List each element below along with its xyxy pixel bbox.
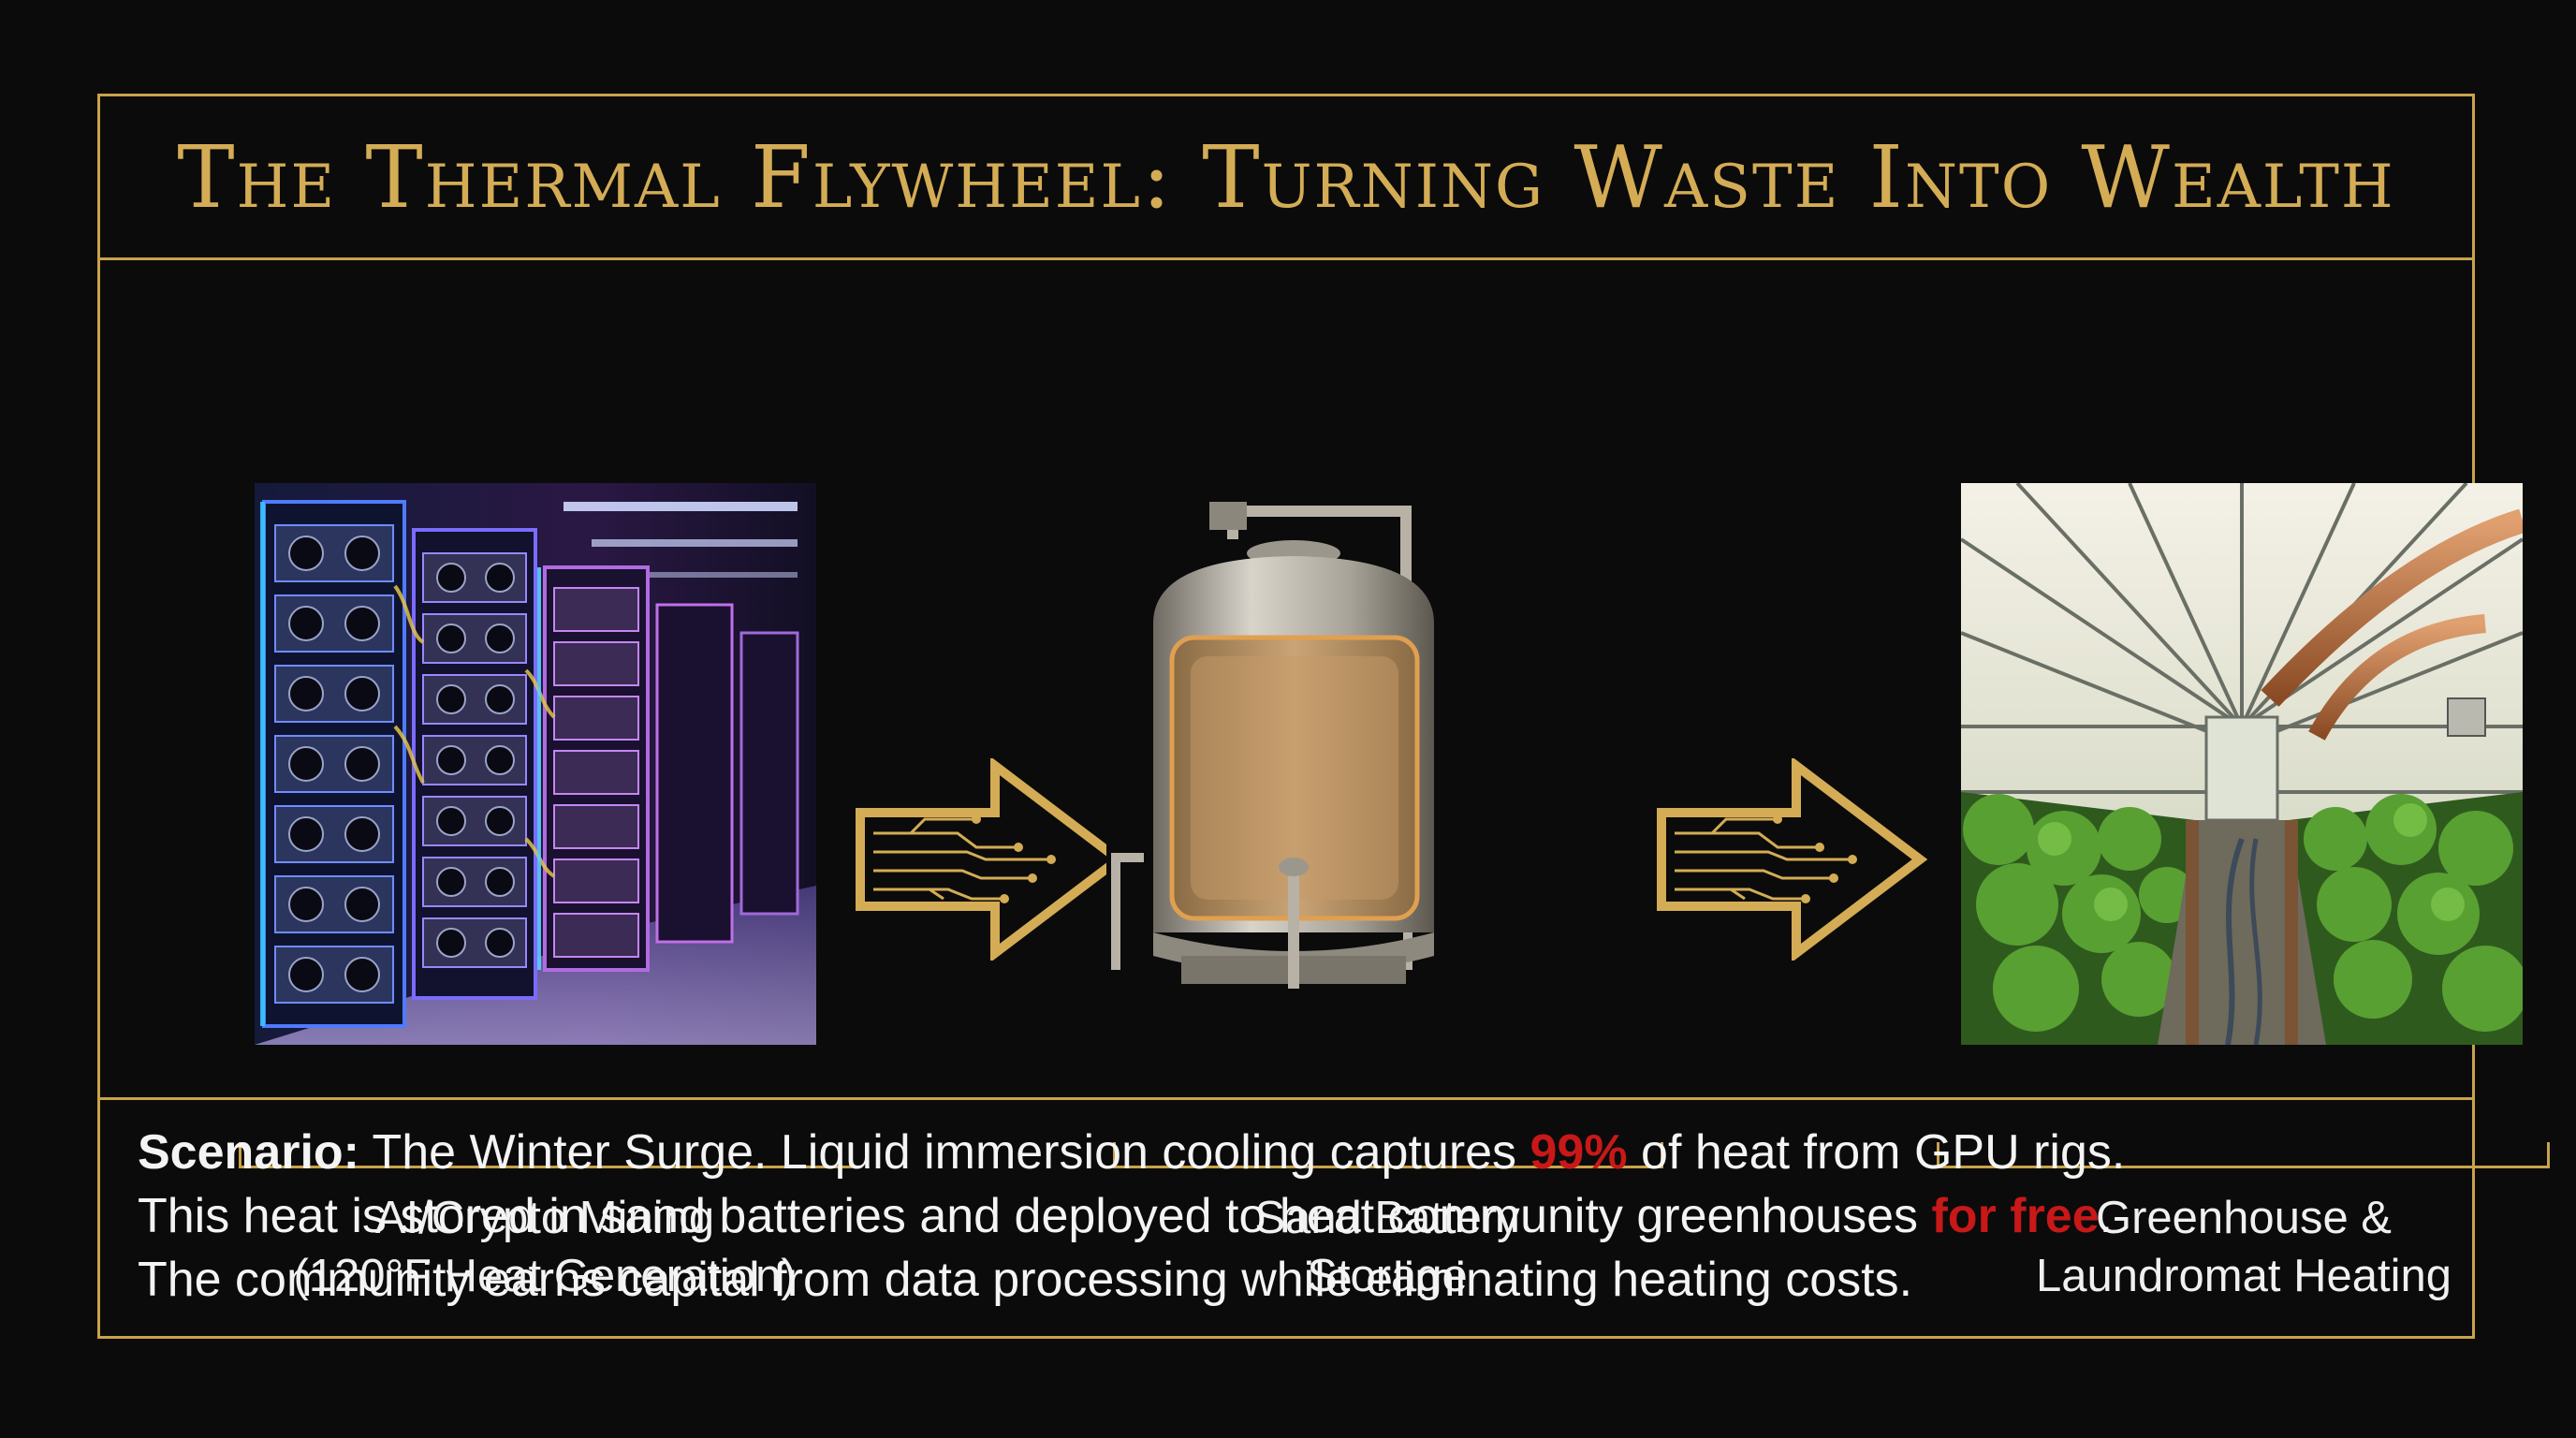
scenario-text: of heat from GPU rigs. <box>1627 1125 2126 1180</box>
sand-battery-tank-image <box>1106 483 1668 1045</box>
greenhouse-image <box>1961 483 2523 1045</box>
stage-label-greenhouse: Greenhouse & Laundromat Heating <box>1935 1189 2553 1305</box>
stage-label-line: Sand Battery <box>1254 1193 1520 1243</box>
scenario-text: This heat is stored in sand batteries an… <box>138 1189 1932 1243</box>
stage-label-line: (120°F Heat Generation) <box>293 1251 797 1301</box>
scenario-lead: Scenario: <box>138 1125 359 1180</box>
scenario-line-3: The community earns capital from data pr… <box>138 1253 1913 1307</box>
scenario-line-1: Scenario: The Winter Surge. Liquid immer… <box>138 1121 2435 1184</box>
stage-bracket <box>239 1142 852 1168</box>
infographic-frame: The Thermal Flywheel: Turning Waste Into… <box>97 94 2550 1339</box>
title-band: The Thermal Flywheel: Turning Waste Into… <box>100 96 2472 260</box>
scenario-highlight-percent: 99% <box>1530 1125 1628 1180</box>
stage-label-mining: AI/Crypto Mining (120°F Heat Generation) <box>231 1189 858 1305</box>
stage-label-line: Greenhouse & <box>2096 1193 2392 1243</box>
scenario-band: Scenario: The Winter Surge. Liquid immer… <box>100 1097 2472 1336</box>
circuit-arrow-icon <box>855 756 1127 963</box>
page-title: The Thermal Flywheel: Turning Waste Into… <box>177 126 2395 227</box>
scenario-text: . <box>2099 1189 2114 1243</box>
stage-label-line: AI/Crypto Mining <box>374 1193 715 1243</box>
stage-label-line: Laundromat Heating <box>2035 1251 2452 1301</box>
stage-bracket <box>1937 1142 2550 1168</box>
stage-label-sand-battery: Sand Battery Storage <box>1102 1189 1673 1305</box>
process-flow: AI/Crypto Mining (120°F Heat Generation)… <box>100 260 2550 1301</box>
circuit-arrow-icon <box>1656 756 1928 963</box>
scenario-text: The Winter Surge. Liquid immersion cooli… <box>359 1125 1530 1180</box>
stage-label-line: Storage <box>1307 1251 1468 1301</box>
server-racks-image <box>255 483 816 1045</box>
scenario-highlight-free: for free <box>1931 1189 2100 1243</box>
scenario-line-2: This heat is stored in sand batteries an… <box>138 1184 2435 1248</box>
stage-bracket <box>1113 1142 1663 1168</box>
